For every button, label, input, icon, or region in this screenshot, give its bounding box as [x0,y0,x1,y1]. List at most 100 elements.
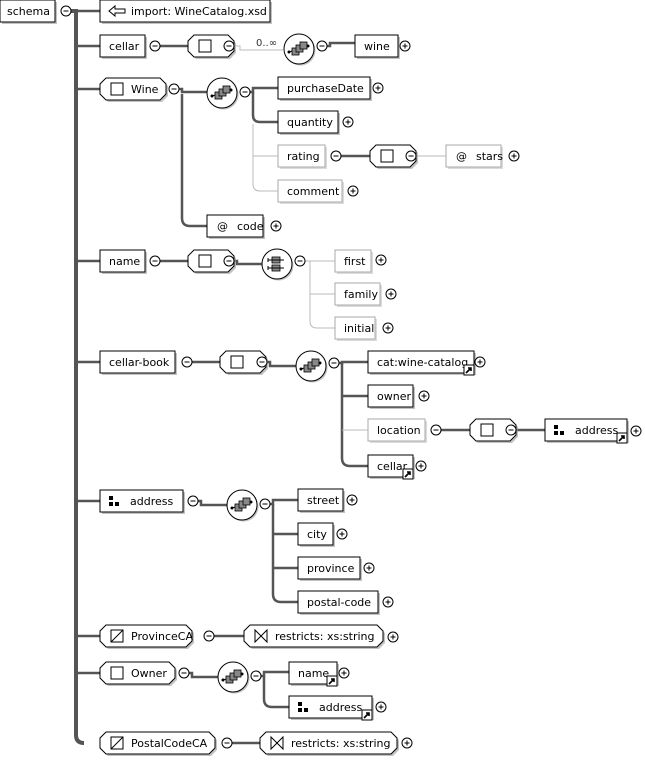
anonymous-type[interactable] [369,144,418,169]
node-purchaseDate[interactable]: purchaseDate [277,76,372,101]
node-label-wine-catalog: cat:wine-catalog [377,356,468,369]
expand-icon[interactable] [346,494,358,506]
expand-icon[interactable] [401,737,413,749]
collapse-icon[interactable] [294,255,306,267]
collapse-icon[interactable] [203,630,215,642]
node-code[interactable]: code [206,214,265,239]
expand-icon[interactable] [342,116,354,128]
node-initial[interactable]: initial [334,316,377,341]
collapse-icon[interactable] [259,498,271,510]
node-owner-type[interactable]: Owner [99,661,177,686]
expand-icon[interactable] [375,701,387,713]
node-postalcodeca[interactable]: PostalCodeCA [99,731,217,756]
anonymous-type[interactable] [187,34,236,59]
sequence-compositor-icon[interactable] [295,350,328,383]
expand-icon[interactable] [630,425,642,437]
schema-collapse-icon[interactable] [60,5,72,17]
expand-icon[interactable] [372,82,384,94]
collapse-icon[interactable] [149,40,161,52]
expand-icon[interactable] [363,562,375,574]
collapse-icon[interactable] [328,357,340,369]
expand-icon[interactable] [474,356,486,368]
all-compositor-icon[interactable] [261,248,294,281]
node-first[interactable]: first [334,249,373,274]
anonymous-type[interactable] [219,350,268,375]
connector-line [340,363,368,468]
sequence-compositor-icon[interactable] [217,661,250,694]
expand-icon[interactable] [347,185,359,197]
collapse-icon[interactable] [178,667,190,679]
collapse-icon[interactable] [223,40,235,52]
sequence-compositor-icon[interactable] [283,33,316,66]
expand-icon[interactable] [382,596,394,608]
collapse-icon[interactable] [430,424,442,436]
node-owner[interactable]: owner [367,384,415,409]
collapse-icon[interactable] [316,40,328,52]
expand-icon[interactable] [418,390,430,402]
node-rating[interactable]: rating [277,144,327,169]
node-stars[interactable]: stars [445,144,503,169]
node-cellar-book[interactable]: cellar-book [99,350,177,375]
node-address-group[interactable]: address [99,489,185,514]
anonymous-type[interactable] [187,249,236,274]
node-wine-catalog[interactable]: cat:wine-catalog [367,350,476,376]
node-wine-type[interactable]: Wine [99,77,168,102]
node-provinceca[interactable]: ProvinceCA [99,624,194,649]
node-label-provinceca: ProvinceCA [131,630,193,643]
collapse-icon[interactable] [256,356,268,368]
node-label-family: family [344,288,378,301]
expand-icon[interactable] [382,322,394,334]
sequence-compositor-icon[interactable] [206,77,239,110]
collapse-icon[interactable] [330,150,342,162]
anonymous-type[interactable] [469,418,518,443]
connector-line [251,92,278,124]
node-cellar[interactable]: cellar [99,34,147,59]
node-province[interactable]: province [297,556,362,581]
collapse-icon[interactable] [149,255,161,267]
expand-icon[interactable] [387,631,399,643]
collapse-icon[interactable] [187,495,199,507]
collapse-icon[interactable] [505,424,517,436]
node-schema[interactable]: schema [0,0,57,24]
collapse-icon[interactable] [181,356,193,368]
collapse-icon[interactable] [405,150,417,162]
node-owner-address[interactable]: address [288,695,374,721]
sequence-compositor-icon[interactable] [226,489,259,522]
node-quantity[interactable]: quantity [277,110,340,135]
node-comment[interactable]: comment [277,179,344,204]
complex-type-icon [198,39,212,53]
reference-arrow-icon [402,468,414,480]
expand-icon[interactable] [385,288,397,300]
node-cellar-wine[interactable]: wine [354,34,400,59]
node-location[interactable]: location [367,418,427,443]
node-cellar-ref[interactable]: cellar [367,454,415,480]
node-family[interactable]: family [334,282,382,307]
collapse-icon[interactable] [223,255,235,267]
node-city[interactable]: city [297,522,335,547]
expand-icon[interactable] [270,220,282,232]
collapse-icon[interactable] [239,86,251,98]
node-postal-code[interactable]: postal-code [297,590,380,615]
node-import[interactable]: import: WineCatalog.xsd [99,0,272,24]
node-label-province: province [307,562,355,575]
expand-icon[interactable] [338,667,350,679]
node-label-address-group: address [130,495,173,508]
collapse-icon[interactable] [221,737,233,749]
expand-icon[interactable] [415,460,427,472]
expand-icon[interactable] [508,150,520,162]
expand-icon[interactable] [375,254,387,266]
node-provinceca-restrict[interactable]: restricts: xs:string [243,624,385,649]
node-owner-name[interactable]: name [288,661,339,687]
node-label-location-address: address [575,424,618,437]
node-postalcodeca-restrict[interactable]: restricts: xs:string [259,731,399,756]
connector-line [180,94,207,228]
node-location-address[interactable]: address [544,418,629,444]
node-street[interactable]: street [297,488,345,513]
expand-icon[interactable] [399,40,411,52]
collapse-icon[interactable] [250,670,262,682]
expand-icon[interactable] [336,528,348,540]
restriction-icon [254,628,268,644]
node-name[interactable]: name [99,249,147,274]
collapse-icon[interactable] [168,83,180,95]
